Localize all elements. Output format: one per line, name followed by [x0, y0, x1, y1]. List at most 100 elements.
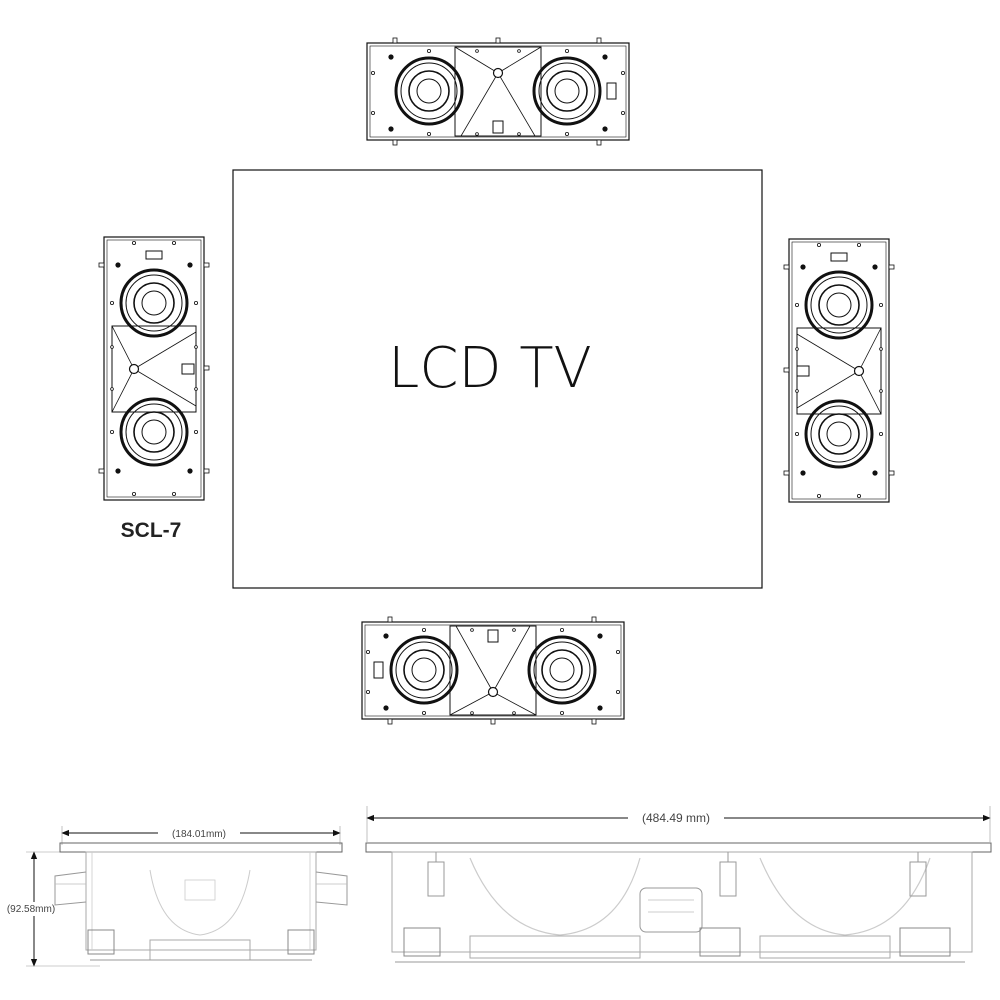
screw [517, 49, 521, 53]
screw [602, 126, 608, 132]
screw [879, 303, 884, 308]
tweeter-waveguide [454, 46, 542, 137]
screw [131, 491, 136, 496]
screw [879, 431, 884, 436]
screw [872, 264, 878, 270]
screw [517, 132, 521, 136]
level-switch [181, 363, 195, 375]
screw [800, 264, 806, 270]
top-speaker [366, 37, 630, 146]
screw [383, 705, 389, 711]
terminal [373, 661, 384, 679]
woofer-right [527, 635, 597, 705]
woofer-bottom [119, 397, 189, 467]
screw [857, 493, 862, 498]
left-speaker [98, 236, 210, 501]
terminal [830, 252, 848, 262]
screw [194, 301, 199, 306]
screw [427, 49, 432, 54]
woofer-left [389, 635, 459, 705]
tweeter-center-screw [487, 686, 499, 698]
screw [422, 711, 427, 716]
screw [872, 470, 878, 476]
screw [795, 347, 799, 351]
mounting-clip [203, 365, 210, 371]
screw [795, 303, 800, 308]
screw [110, 387, 114, 391]
tweeter-waveguide [111, 325, 197, 413]
mounting-clip [490, 718, 496, 725]
woofer-bottom [804, 399, 874, 469]
front-width-dimension: (484.49 mm) [642, 811, 710, 825]
screw [475, 49, 479, 53]
screw [110, 301, 115, 306]
screw [879, 389, 883, 393]
screw [115, 262, 121, 268]
bottom-speaker [361, 616, 625, 725]
tweeter-waveguide [449, 625, 537, 716]
screw [795, 431, 800, 436]
screw [559, 628, 564, 633]
tweeter-waveguide [796, 327, 882, 415]
screw [383, 633, 389, 639]
tweeter-center-screw [492, 67, 504, 79]
tweeter-center-screw [853, 365, 865, 377]
mounting-clip [387, 718, 393, 725]
mounting-clip [203, 468, 210, 474]
mounting-clip [783, 264, 790, 270]
screw [512, 711, 516, 715]
side-width-dimension: (184.01mm) [172, 829, 226, 840]
screw [800, 470, 806, 476]
screw [615, 690, 620, 695]
screw [194, 429, 199, 434]
screw [816, 493, 821, 498]
lcd-tv-frame [232, 169, 763, 589]
screw [366, 649, 371, 654]
mounting-clip [783, 367, 790, 373]
screw [172, 241, 177, 246]
mounting-clip [591, 616, 597, 623]
mounting-clip [783, 470, 790, 476]
screw [620, 70, 625, 75]
screw [602, 54, 608, 60]
screw [388, 54, 394, 60]
screw [512, 628, 516, 632]
mounting-clip [888, 470, 895, 476]
screw [194, 345, 198, 349]
mounting-clip [596, 37, 602, 44]
screw [559, 711, 564, 716]
screw [366, 690, 371, 695]
woofer-right [532, 56, 602, 126]
screw [110, 345, 114, 349]
woofer-top [119, 268, 189, 338]
mounting-clip [495, 37, 501, 44]
screw [187, 468, 193, 474]
screw [795, 389, 799, 393]
side-profile-view: (184.01mm) (92.58mm) [4, 826, 348, 967]
level-switch [492, 120, 504, 134]
level-switch [796, 365, 810, 377]
screw [470, 628, 474, 632]
screw [597, 705, 603, 711]
screw [475, 132, 479, 136]
screw [564, 132, 569, 137]
front-profile-view: (484.49 mm) [365, 806, 992, 963]
screw [172, 491, 177, 496]
mounting-clip [98, 262, 105, 268]
screw [194, 387, 198, 391]
screw [371, 70, 376, 75]
mounting-clip [392, 139, 398, 146]
terminal [145, 250, 163, 260]
mounting-clip [387, 616, 393, 623]
screw [597, 633, 603, 639]
screw [857, 243, 862, 248]
lcd-tv-label: LCD TV [388, 336, 592, 401]
mounting-clip [888, 264, 895, 270]
mounting-clip [591, 718, 597, 725]
model-label: SCL-7 [121, 519, 182, 542]
woofer-left [394, 56, 464, 126]
terminal [606, 82, 617, 100]
side-height-dimension: (92.58mm) [7, 904, 55, 915]
mounting-clip [98, 468, 105, 474]
